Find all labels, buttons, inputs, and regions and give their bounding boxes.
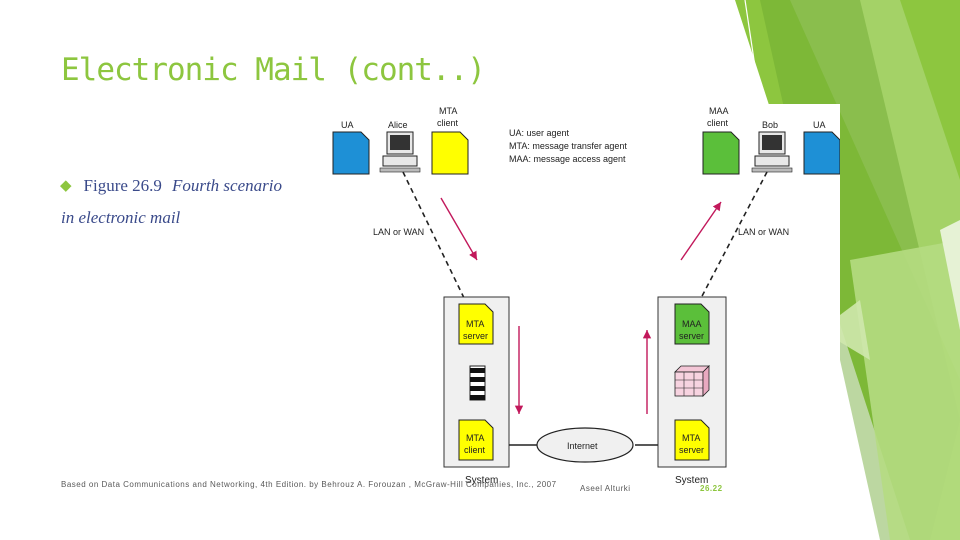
legend-user-agent: UA: user agent [509, 128, 570, 138]
diamond-bullet-icon: ◆ [60, 178, 72, 194]
right-maa-server-label-bottom: server [679, 331, 704, 341]
mail-queue-icon [469, 365, 486, 401]
right-ua-label: UA [813, 120, 826, 130]
figure-title: Fourth scenario [171, 176, 282, 195]
slide-title: Electronic Mail (cont..) [61, 52, 486, 88]
right-maa-client-label-bottom: client [707, 118, 729, 128]
right-lan-wan-label: LAN or WAN [738, 227, 789, 237]
left-mta-client-label-bottom: client [437, 118, 459, 128]
left-ua-label: UA [341, 120, 354, 130]
left-mta-client-bottom-label-top: MTA [466, 433, 484, 443]
right-lan-wan-link [699, 171, 768, 301]
bob-label: Bob [762, 120, 778, 130]
footer-author: Aseel Alturki [580, 484, 631, 493]
left-mta-server-label-bottom: server [463, 331, 488, 341]
right-maa-client-document-icon [702, 131, 740, 175]
footer-citation: Based on Data Communications and Network… [61, 480, 557, 489]
right-mta-server-label-top: MTA [682, 433, 700, 443]
internet-cloud [536, 427, 634, 463]
bullet-text: ◆ Figure 26.9 Fourth scenario [60, 176, 282, 196]
left-mta-server-document-icon [458, 303, 494, 345]
left-ua-document-icon [332, 131, 370, 175]
right-system-label: System [675, 475, 708, 486]
mailbox-icon [674, 365, 710, 397]
left-mta-client-label-top: MTA [439, 106, 457, 116]
left-upload-arrow [440, 197, 478, 261]
alice-label: Alice [388, 120, 408, 130]
right-maa-client-label-top: MAA [709, 106, 729, 116]
legend-message-access-agent: MAA: message access agent [509, 154, 626, 164]
email-scenario-diagram: UA: user agent MTA: message transfer age… [325, 104, 840, 488]
figure-number: Figure 26.9 [83, 176, 162, 195]
left-mta-server-label-top: MTA [466, 319, 484, 329]
left-mta-client-document-icon [431, 131, 469, 175]
legend-message-transfer-agent: MTA: message transfer agent [509, 141, 627, 151]
alice-computer-icon [379, 131, 421, 173]
left-system-label: System [465, 475, 498, 486]
right-maa-server-label-top: MAA [682, 319, 702, 329]
right-ua-document-icon [803, 131, 840, 175]
page-number: 26.22 [700, 484, 723, 493]
right-mta-server-document-icon [674, 419, 710, 461]
right-download-arrow [680, 201, 722, 261]
left-mta-client-bottom-document-icon [458, 419, 494, 461]
left-lan-wan-link [402, 171, 466, 301]
left-lan-wan-label: LAN or WAN [373, 227, 424, 237]
left-mta-client-bottom-label-bottom: client [464, 445, 486, 455]
internet-label: Internet [567, 441, 598, 451]
right-maa-server-document-icon [674, 303, 710, 345]
right-mta-server-label-bottom: server [679, 445, 704, 455]
bob-computer-icon [751, 131, 793, 173]
bullet-continuation: in electronic mail [61, 208, 181, 227]
